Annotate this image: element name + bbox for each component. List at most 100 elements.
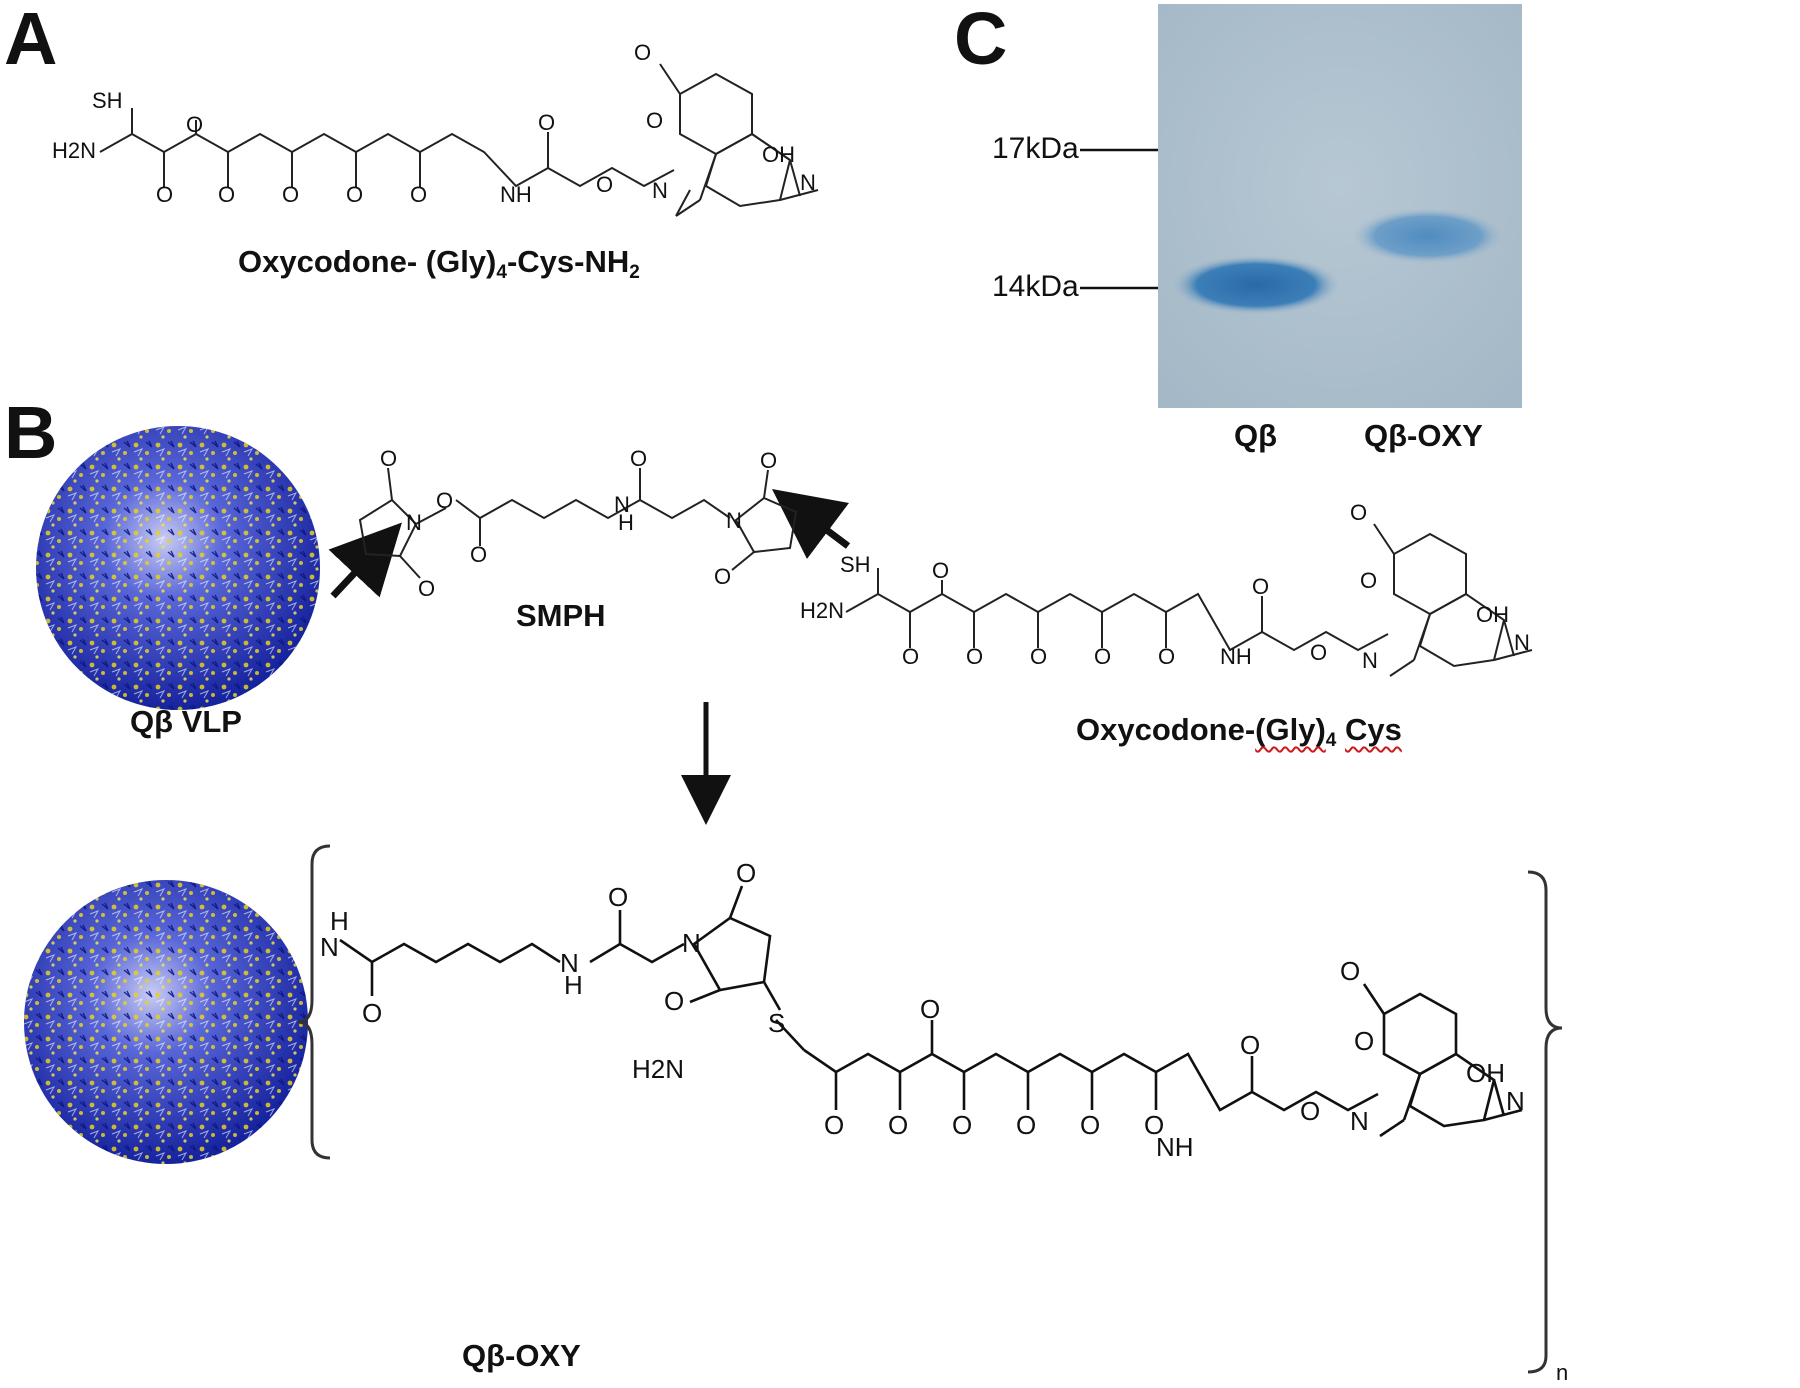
atom-o: O [1252, 574, 1269, 599]
atom-o: O [966, 644, 983, 669]
marker-17kda-label: 17kDa [992, 132, 1079, 165]
atom-h: H [564, 970, 583, 1000]
atom-o: O [156, 182, 173, 207]
atom-n: N [682, 928, 701, 958]
atom-o: O [1300, 1096, 1320, 1126]
band-qb [1171, 255, 1341, 315]
atom-oh: OH [762, 142, 795, 167]
atom-n: N [726, 508, 742, 533]
atom-o: O [952, 1110, 972, 1140]
atom-o: O [346, 182, 363, 207]
vlp-sphere-bottom [24, 880, 308, 1164]
atom-o: O [1240, 1030, 1260, 1060]
atom-nh: NH [1220, 644, 1252, 669]
structure-a [99, 63, 819, 217]
gel-background [1158, 4, 1522, 408]
lane-qb-oxy-label: Qβ-OXY [1364, 418, 1483, 453]
vlp-sphere-top [36, 426, 320, 710]
atom-o: O [646, 108, 663, 133]
atom-o: O [824, 1110, 844, 1140]
atom-o: O [608, 882, 628, 912]
structure-product-atoms: H N O N H O N O O S H2N O O O O O O O NH… [320, 858, 1525, 1162]
atom-n: N [406, 510, 422, 535]
bracket-left [297, 844, 331, 1160]
atom-o: O [902, 644, 919, 669]
atom-o: O [630, 446, 647, 471]
atom-o: O [282, 182, 299, 207]
band-qb-oxy [1352, 208, 1504, 264]
atom-n: N [652, 178, 668, 203]
arrow-vlp-to-smph [328, 522, 402, 599]
atom-o: O [1354, 1026, 1374, 1056]
atom-h2n: H2N [52, 138, 96, 163]
atom-h2n: H2N [800, 598, 844, 623]
atom-o: O [888, 1110, 908, 1140]
atom-o: O [1016, 1110, 1036, 1140]
arrow-hapten-to-smph [772, 489, 851, 559]
atom-h2n: H2N [632, 1054, 684, 1084]
marker-14kda-label: 14kDa [992, 270, 1079, 303]
structure-a-atoms: SH H2N O O O O O O O NH O N O OH N O [52, 40, 816, 207]
atom-o: O [218, 182, 235, 207]
atom-nh: NH [500, 182, 532, 207]
atom-n: N [614, 492, 630, 517]
atom-o: O [418, 576, 435, 601]
atom-sh: SH [92, 88, 123, 113]
atom-o: O [1310, 640, 1327, 665]
gel-image [1080, 4, 1522, 408]
atom-o: O [410, 182, 427, 207]
atom-o: O [1340, 956, 1360, 986]
atom-n: N [1514, 630, 1530, 655]
atom-o: O [1080, 1110, 1100, 1140]
structure-smph-atoms: O O N O O N H O N O O [380, 446, 777, 601]
atom-o: O [1350, 500, 1367, 525]
lane-qb-label: Qβ [1234, 418, 1278, 453]
atom-o: O [380, 446, 397, 471]
atom-n: N [1506, 1086, 1525, 1116]
atom-o: O [1360, 568, 1377, 593]
atom-n: N [320, 932, 339, 962]
structure-hapten-atoms: SH H2N O O O O O O NH O O N O OH N O [800, 500, 1530, 673]
panel-a-letter: A [4, 0, 58, 80]
repeat-subscript: n [1556, 1360, 1568, 1385]
structure-product [339, 885, 1523, 1138]
atom-o: O [186, 112, 203, 137]
atom-o: O [714, 564, 731, 589]
atom-o: O [736, 858, 756, 888]
atom-n: N [800, 170, 816, 195]
atom-o: O [1144, 1110, 1164, 1140]
atom-o: O [634, 40, 651, 65]
atom-n: N [560, 948, 579, 978]
atom-o: O [1030, 644, 1047, 669]
atom-h: H [618, 510, 634, 535]
atom-o: O [436, 488, 453, 513]
panel-b-letter: B [4, 391, 58, 474]
bracket-right [1527, 870, 1563, 1374]
atom-o: O [596, 172, 613, 197]
atom-o: O [920, 994, 940, 1024]
structure-smph [358, 467, 798, 579]
atom-o: O [362, 998, 382, 1028]
panel-c-letter: C [954, 0, 1008, 80]
atom-h: H [330, 906, 349, 936]
atom-o: O [664, 986, 684, 1016]
atom-sh: SH [840, 552, 871, 577]
atom-nh: NH [1156, 1132, 1194, 1162]
smph-label: SMPH [516, 598, 606, 633]
vlp-label: Qβ VLP [130, 704, 242, 739]
atom-o: O [1158, 644, 1175, 669]
atom-o: O [760, 448, 777, 473]
atom-o: O [538, 110, 555, 135]
atom-o: O [932, 558, 949, 583]
panel-a-compound-label: Oxycodone- (Gly)4-Cys-NH2 [238, 244, 640, 283]
atom-s: S [768, 1008, 785, 1038]
atom-n: N [1350, 1106, 1369, 1136]
atom-o: O [470, 542, 487, 567]
hapten-label: Oxycodone-(Gly)4 Cys [1076, 712, 1402, 751]
atom-o: O [1094, 644, 1111, 669]
atom-oh: OH [1466, 1058, 1505, 1088]
atom-n: N [1362, 648, 1378, 673]
atom-oh: OH [1476, 602, 1509, 627]
product-label: Qβ-OXY [462, 1338, 581, 1373]
structure-hapten [845, 523, 1533, 677]
